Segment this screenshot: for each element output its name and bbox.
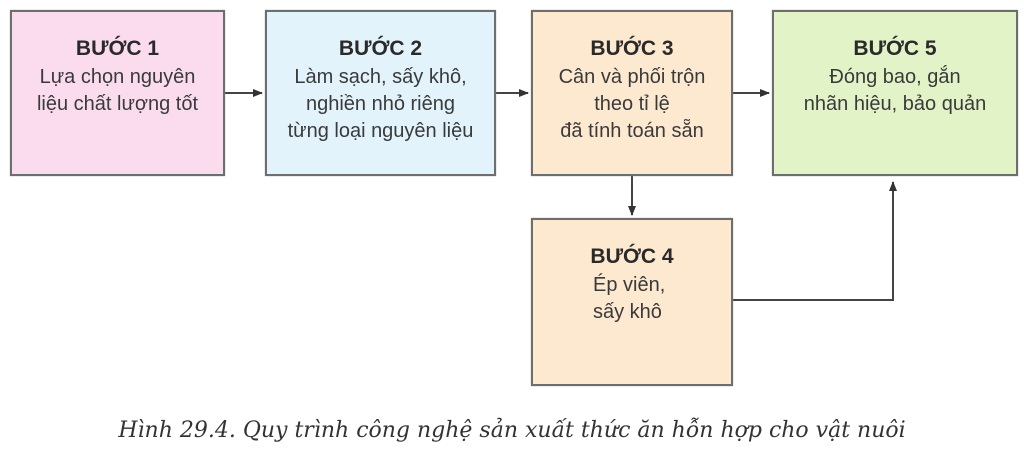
step-4-box: BƯỚC 4 Ép viên, sấy khô [531,218,733,386]
step-5-line: Đóng bao, gắn [829,66,961,88]
step-5-line: nhãn hiệu, bảo quản [803,93,987,115]
step-4-line: sấy khô [593,301,662,323]
step-1-box: BƯỚC 1 Lựa chọn nguyên liệu chất lượng tố… [10,10,225,176]
step-2-line: nghiền nhỏ riêng [305,93,455,115]
step-3-line: đã tính toán sẵn [560,120,704,142]
step-2-line: Làm sạch, sấy khô, [294,66,467,88]
step-2-box: BƯỚC 2 Làm sạch, sấy khô, nghiền nhỏ riên… [265,10,496,176]
step-1-line: Lựa chọn nguyên [39,66,196,88]
step-5-box: BƯỚC 5 Đóng bao, gắn nhãn hiệu, bảo quản [772,10,1018,176]
step-3-title: BƯỚC 3 [590,37,674,60]
figure-caption: Hình 29.4. Quy trình công nghệ sản xuất … [118,418,906,443]
step-4-line: Ép viên, [593,274,666,296]
step-3-box: BƯỚC 3 Cân và phối trộn theo tỉ lệ đã tính… [531,10,733,176]
step-3-line: theo tỉ lệ [594,93,670,115]
step-2-line: từng loại nguyên liệu [287,120,474,142]
step-4-title: BƯỚC 4 [590,245,674,268]
step-1-title: BƯỚC 1 [75,37,160,60]
step-5-title: BƯỚC 5 [853,37,937,60]
arrow-step4-step5 [733,181,897,301]
step-3-line: Cân và phối trộn [558,66,706,88]
step-2-title: BƯỚC 2 [338,37,423,60]
step-1-line: liệu chất lượng tốt [36,93,199,115]
